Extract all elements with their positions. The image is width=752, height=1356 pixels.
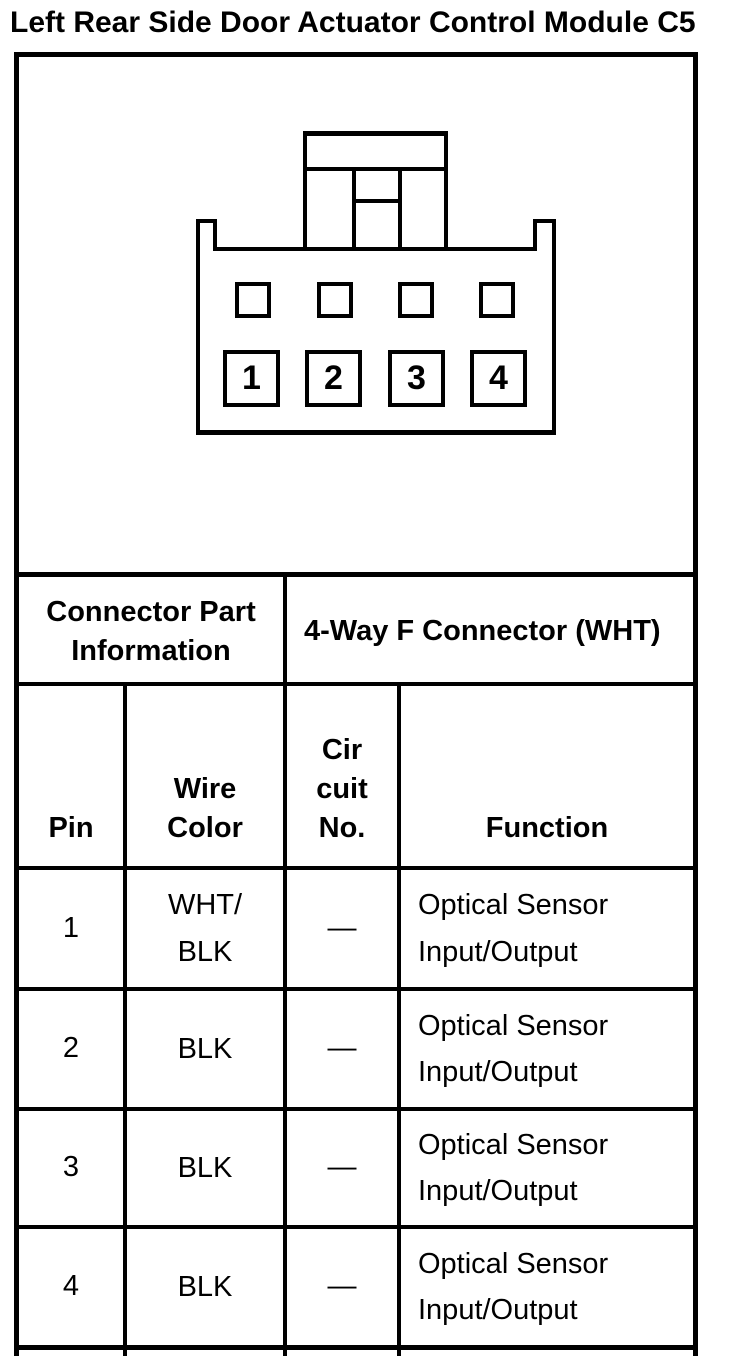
page-title: Left Rear Side Door Actuator Control Mod… [10, 6, 696, 39]
cavity-4: 4 [470, 350, 527, 407]
wire-color-cell: BLK [177, 1032, 233, 1065]
table-left-border [14, 577, 19, 1356]
circuit-no-cell: — [327, 911, 357, 944]
body-right-step-inner [533, 219, 537, 251]
cavity-3: 3 [388, 350, 445, 407]
column-header-function: Function [485, 811, 609, 844]
index-window-4 [479, 282, 515, 318]
column-header-pin: Pin [48, 811, 94, 844]
table-rule [14, 1225, 698, 1229]
index-window-2 [317, 282, 353, 318]
body-left-step-top [196, 219, 217, 223]
latch-center-divider [352, 199, 402, 203]
index-window-1 [235, 282, 271, 318]
function-cell: Optical Sensor Input/Output [418, 1128, 609, 1207]
pin-cell: 2 [62, 1032, 80, 1065]
latch-horizontal-divider [303, 167, 448, 171]
function-cell: Optical Sensor Input/Output [418, 1009, 609, 1088]
body-bottom-edge [196, 430, 556, 435]
body-left-edge [196, 219, 200, 435]
part-info-header-cell: Connector Part Information [46, 595, 256, 667]
pin-cell: 3 [62, 1151, 80, 1184]
table-rule-thick [14, 1345, 698, 1350]
connector-type-header-cell: 4-Way F Connector (WHT) [304, 615, 661, 648]
circuit-no-cell: — [327, 1270, 357, 1303]
wire-color-cell: BLK [177, 1151, 233, 1184]
latch-outline [303, 131, 448, 251]
column-header-circuit-no: Cir cuit No. [316, 733, 368, 844]
body-left-step-inner [213, 219, 217, 251]
cavity-2-label: 2 [324, 359, 343, 397]
latch-right-divider [398, 167, 402, 251]
body-right-step-top [533, 219, 556, 223]
wire-color-cell: WHT/ BLK [167, 889, 243, 968]
cavity-1-label: 1 [242, 359, 261, 397]
table-rule [14, 1107, 698, 1111]
cavity-4-label: 4 [489, 359, 508, 397]
pin-cell: 4 [62, 1270, 80, 1303]
function-cell: Optical Sensor Input/Output [418, 889, 609, 968]
table-rule [14, 987, 698, 991]
pin-cell: 1 [62, 911, 80, 944]
cavity-2: 2 [305, 350, 362, 407]
index-window-3 [398, 282, 434, 318]
wire-color-cell: BLK [177, 1270, 233, 1303]
body-right-edge [552, 219, 556, 435]
table-col-divider-mid [283, 577, 287, 1356]
table-right-border [693, 577, 698, 1356]
cavity-1: 1 [223, 350, 280, 407]
latch-left-divider [352, 167, 356, 251]
table-col-divider-pin [123, 682, 127, 1356]
circuit-no-cell: — [327, 1151, 357, 1184]
table-rule [14, 682, 698, 686]
column-header-wire-color: Wire Color [167, 772, 243, 844]
circuit-no-cell: — [327, 1032, 357, 1065]
cavity-3-label: 3 [407, 359, 426, 397]
function-cell: Optical Sensor Input/Output [418, 1247, 609, 1326]
table-rule [14, 866, 698, 870]
table-col-divider-circuit [397, 682, 401, 1356]
